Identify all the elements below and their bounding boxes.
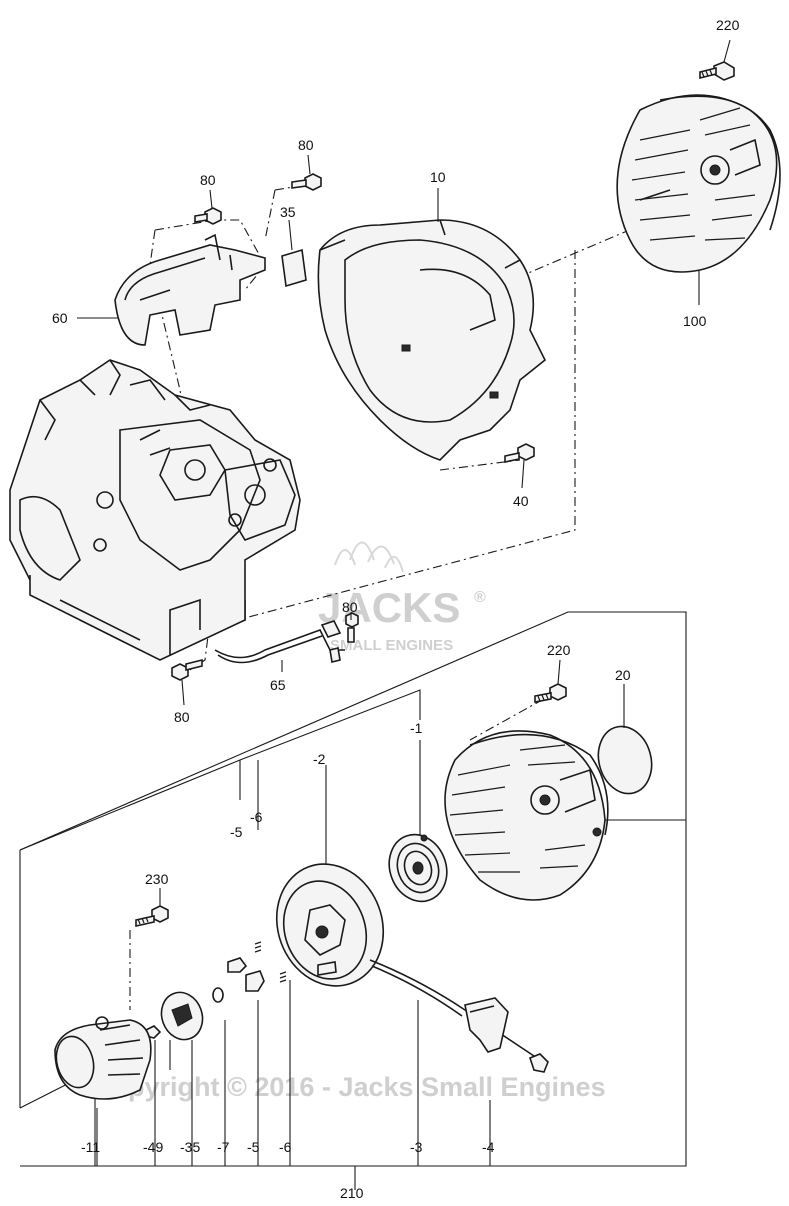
label-80-c: 80 [342, 599, 358, 615]
copyright-watermark: Copyright © 2016 - Jacks Small Engines [92, 1072, 606, 1102]
spring-1 [388, 833, 448, 903]
drum-11 [54, 1016, 152, 1100]
label-minus-6: -6 [279, 1139, 292, 1155]
bolt-230 [129, 905, 169, 1010]
label-100: 100 [683, 313, 707, 329]
label-minus-7: -7 [217, 1139, 230, 1155]
label-80-b: 80 [298, 137, 314, 153]
label-minus-5-top: -5 [230, 824, 243, 840]
disc-20 [597, 725, 653, 795]
label-minus-49: -49 [143, 1139, 163, 1155]
label-60: 60 [52, 310, 68, 326]
reel-2 [275, 863, 385, 987]
label-80-a: 80 [200, 172, 216, 188]
bolt-80-a [194, 207, 222, 225]
rod-65 [214, 620, 345, 664]
part-number-labels: 220 80 80 10 35 60 100 40 80 65 80 220 2… [52, 17, 740, 1201]
bolt-40 [504, 443, 535, 463]
assembly-outline-210 [19, 611, 687, 1190]
label-minus-11: -11 [81, 1139, 100, 1155]
label-minus-5: -5 [247, 1139, 260, 1155]
label-minus-2: -2 [313, 751, 326, 767]
label-220-mid: 220 [547, 642, 571, 658]
rope-and-handle [369, 959, 549, 1073]
label-minus-3: -3 [410, 1139, 423, 1155]
label-minus-4: -4 [482, 1139, 495, 1155]
bracket-60 [114, 233, 266, 346]
label-10: 10 [430, 169, 446, 185]
fan-cover-100 [616, 94, 781, 273]
bolt-80-b [291, 173, 322, 191]
shroud-10 [317, 219, 547, 461]
small-parts-5-6-7 [212, 941, 287, 1003]
logo-main-text: JACKS [318, 584, 460, 631]
label-80-d: 80 [174, 709, 190, 725]
logo-registered-mark: ® [474, 589, 486, 606]
leader-lines [77, 39, 731, 906]
logo-sub-text: SMALL ENGINES [330, 637, 453, 654]
label-20: 20 [615, 667, 631, 683]
bolt-220-top [699, 61, 735, 81]
label-230: 230 [145, 871, 169, 887]
pad-35 [281, 248, 307, 288]
label-65: 65 [270, 677, 286, 693]
plate-35 [160, 991, 204, 1041]
label-210: 210 [340, 1185, 364, 1201]
label-35: 35 [280, 204, 296, 220]
engine-block [9, 359, 301, 661]
bolt-80-c [345, 612, 359, 643]
label-40: 40 [513, 493, 529, 509]
bolt-220-mid [534, 683, 567, 703]
label-220-top: 220 [716, 17, 740, 33]
label-minus-35: -35 [180, 1139, 200, 1155]
bolt-80-d [171, 658, 203, 681]
recoil-housing [444, 730, 609, 901]
jacks-logo-watermark: JACKS SMALL ENGINES ® [318, 541, 486, 654]
label-minus-6-top: -6 [250, 809, 263, 825]
label-minus-1: -1 [410, 720, 423, 736]
